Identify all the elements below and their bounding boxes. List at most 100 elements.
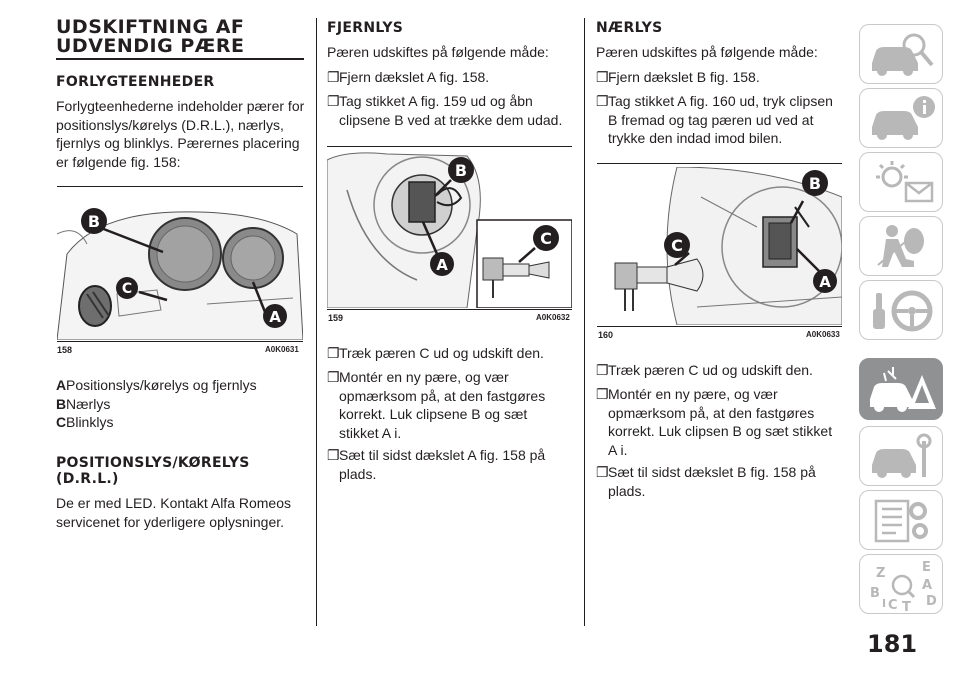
page-title-line-1: UDSKIFTNING AF (56, 16, 245, 38)
step-line: Tag stikket A fig. 159 ud og åbn (339, 93, 533, 109)
legend-key: B (56, 395, 67, 412)
step-text: Træk pæren C ud og udskift den. (339, 344, 544, 363)
title-underline (56, 58, 304, 60)
checkbox-bullet-icon: ❐ (596, 362, 609, 378)
sidebar-tab-warning-lights[interactable] (859, 152, 943, 212)
index-letter-c: C (888, 598, 898, 611)
step-line: Sæt til sidst dækslet A fig. 158 på (339, 447, 546, 463)
step-line: plads. (608, 482, 646, 499)
step-line: Sæt til sidst dækslet B fig. 158 på (608, 464, 816, 480)
step-line: Træk pæren C ud og udskift den. (339, 345, 544, 361)
index-letter-d: D (926, 594, 937, 609)
legend-text: Blinklys (66, 414, 114, 430)
headlamp-rear-illustration: B C A (57, 208, 303, 340)
step-line: clipsene B ved at trække dem udad. (339, 111, 563, 128)
page-title-line-2: UDVENDIG PÆRE (56, 35, 245, 57)
section-title-fjernlys: FJERNLYS (327, 20, 404, 36)
sidebar-tab-technical-data[interactable] (859, 490, 943, 550)
sidebar-tab-safety[interactable] (859, 216, 943, 276)
fig159-label-b: B (455, 161, 467, 180)
step-text: Tag stikket A fig. 159 ud og åbn clipsen… (339, 92, 562, 129)
warning-light-message-icon (876, 161, 934, 203)
step-text: Sæt til sidst dækslet B fig. 158 på plad… (608, 463, 816, 500)
figure-158-code: A0K0631 (265, 345, 299, 354)
naerlys-intro: Pæren udskiftes på følgende måde: (596, 44, 818, 60)
checkbox-bullet-icon: ❐ (596, 93, 609, 109)
key-steering-wheel-icon (873, 290, 933, 332)
sidebar-tab-starting-driving[interactable] (859, 280, 943, 340)
step-text: Fjern dækslet B fig. 158. (608, 68, 760, 87)
section-title-forlygteenheder: FORLYGTEENHEDER (56, 74, 215, 90)
checkbox-bullet-icon: ❐ (596, 464, 609, 480)
paragraph-line: De er med LED. Kontakt Alfa Romeos (56, 495, 291, 511)
sidebar-tab-maintenance[interactable] (859, 426, 943, 486)
legend-text: Nærlys (66, 395, 111, 412)
sidebar-tab-car-search[interactable] (859, 24, 943, 84)
fig159-label-a: A (436, 256, 448, 274)
section-title-naerlys: NÆRLYS (596, 20, 663, 36)
index-letter-z: Z (876, 566, 885, 581)
step-line: plads. (339, 465, 377, 482)
step-line: korrekt. Luk clipsene B og sæt (339, 406, 528, 422)
checkbox-bullet-icon: ❐ (327, 447, 340, 463)
checkbox-bullet-icon: ❐ (327, 69, 340, 85)
checkbox-bullet-icon: ❐ (327, 345, 340, 361)
page-number: 181 (867, 630, 918, 658)
fig160-label-c: C (671, 236, 683, 255)
fjernlys-intro: Pæren udskiftes på følgende måde: (327, 44, 549, 60)
legend-key: A (56, 377, 67, 393)
alphabetical-index-icon: Z E B A C T I D (870, 560, 937, 611)
step-text: Tag stikket A fig. 160 ud, tryk clipsen … (608, 92, 833, 148)
step-line: A i. (608, 441, 628, 458)
figure-158-number: 158 (57, 345, 73, 355)
legend-key: C (56, 414, 67, 430)
step-line: stikket A i. (339, 424, 402, 441)
figure-158-top-rule (57, 186, 303, 187)
forlygteenheder-paragraph: Forlygteenhederne indeholder pærer for p… (56, 97, 308, 171)
sidebar-tab-index[interactable]: Z E B A C T I D (859, 554, 943, 614)
car-info-icon (872, 96, 935, 140)
legend-text: Positionslys/kørelys og fjernlys (66, 377, 257, 393)
paragraph-line: fjernlys og blinklys. Pærernes placering (56, 135, 300, 151)
step-line: korrekt. Luk clipsen B og sæt stikket (608, 423, 833, 439)
document-gear-icon (874, 499, 928, 543)
section-title-line: (D.R.L.) (56, 471, 119, 487)
index-letter-b: B (870, 586, 880, 601)
checkbox-bullet-icon: ❐ (327, 93, 340, 109)
sidebar-tab-car-info[interactable] (859, 88, 943, 148)
figure-160-bottom-rule (597, 326, 842, 327)
step-line: Fjern dækslet B fig. 158. (608, 69, 760, 85)
legend-item: CBlinklys (56, 413, 306, 432)
step-text: Montér en ny pære, og vær opmærksom på, … (608, 385, 832, 459)
fig159-label-c: C (540, 229, 552, 248)
figure-160-top-rule (597, 163, 842, 164)
fig160-label-b: B (809, 174, 821, 193)
car-wrench-icon (872, 433, 932, 478)
checkbox-bullet-icon: ❐ (596, 386, 609, 402)
column-divider-2 (584, 18, 585, 626)
figure-160-code: A0K0633 (806, 330, 840, 339)
index-letter-e: E (922, 560, 931, 575)
figure-159-number: 159 (328, 313, 344, 323)
sidebar-tab-emergency[interactable] (859, 358, 943, 420)
legend-item: BNærlys (56, 395, 306, 414)
airbag-seat-icon (877, 225, 924, 267)
index-letter-t: T (902, 600, 911, 611)
column-divider-1 (316, 18, 317, 626)
figure-160-lowbeam-image: B C A (597, 167, 842, 325)
figure-159-bottom-rule (327, 309, 572, 310)
step-line: B fremad og tag pæren ud ved at (608, 111, 814, 128)
page-title: UDSKIFTNING AF UDVENDIG PÆRE (56, 18, 304, 56)
step-line: Fjern dækslet A fig. 158. (339, 69, 490, 85)
figure-158-bottom-rule (57, 341, 303, 342)
section-title-line: POSITIONSLYS/KØRELYS (56, 455, 250, 471)
fig158-label-b: B (88, 212, 100, 231)
figure-158-legend: APositionslys/kørelys og fjernlys BNærly… (56, 376, 306, 432)
step-text: Montér en ny pære, og vær opmærksom på, … (339, 368, 545, 442)
figure-158-headlamp-image: B C A (57, 194, 303, 340)
positionslys-paragraph: De er med LED. Kontakt Alfa Romeos servi… (56, 494, 308, 531)
figure-159-code: A0K0632 (536, 313, 570, 322)
index-letter-a: A (922, 578, 932, 593)
fig158-label-a: A (269, 308, 281, 326)
paragraph-line: servicenet for yderligere oplysninger. (56, 513, 285, 530)
